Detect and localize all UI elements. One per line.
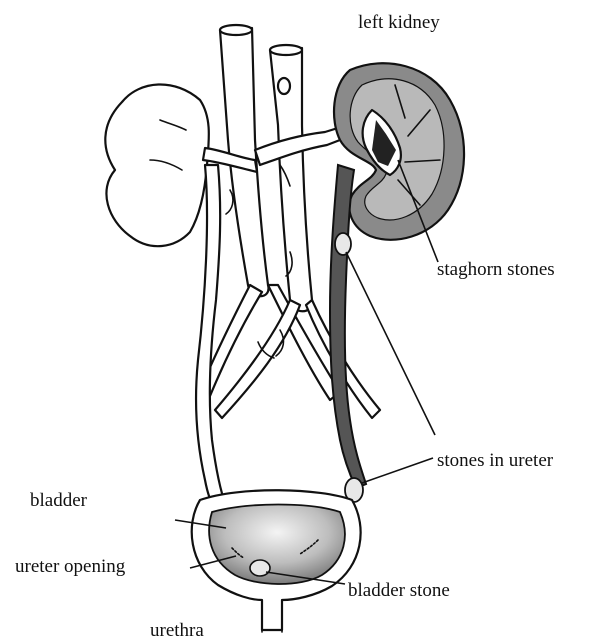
- vena-cava: [270, 48, 312, 311]
- label-urethra: urethra: [150, 621, 204, 640]
- ureter-stone-upper: [335, 233, 351, 255]
- leader-ureter-stones-2: [362, 458, 433, 483]
- right-ureter: [196, 165, 226, 510]
- bladder-lumen: [209, 505, 345, 585]
- label-bladder-stone: bladder stone: [348, 581, 450, 600]
- bladder-stone: [250, 560, 270, 576]
- label-bladder: bladder: [30, 491, 87, 510]
- leader-ureter-stones-1: [346, 252, 435, 435]
- label-staghorn-stones: staghorn stones: [437, 260, 555, 279]
- label-stones-in-ureter: stones in ureter: [437, 451, 553, 470]
- label-left-kidney: left kidney: [358, 13, 440, 32]
- label-ureter-opening: ureter opening: [15, 557, 125, 576]
- left-kidney: [334, 63, 464, 240]
- right-kidney: [105, 84, 209, 246]
